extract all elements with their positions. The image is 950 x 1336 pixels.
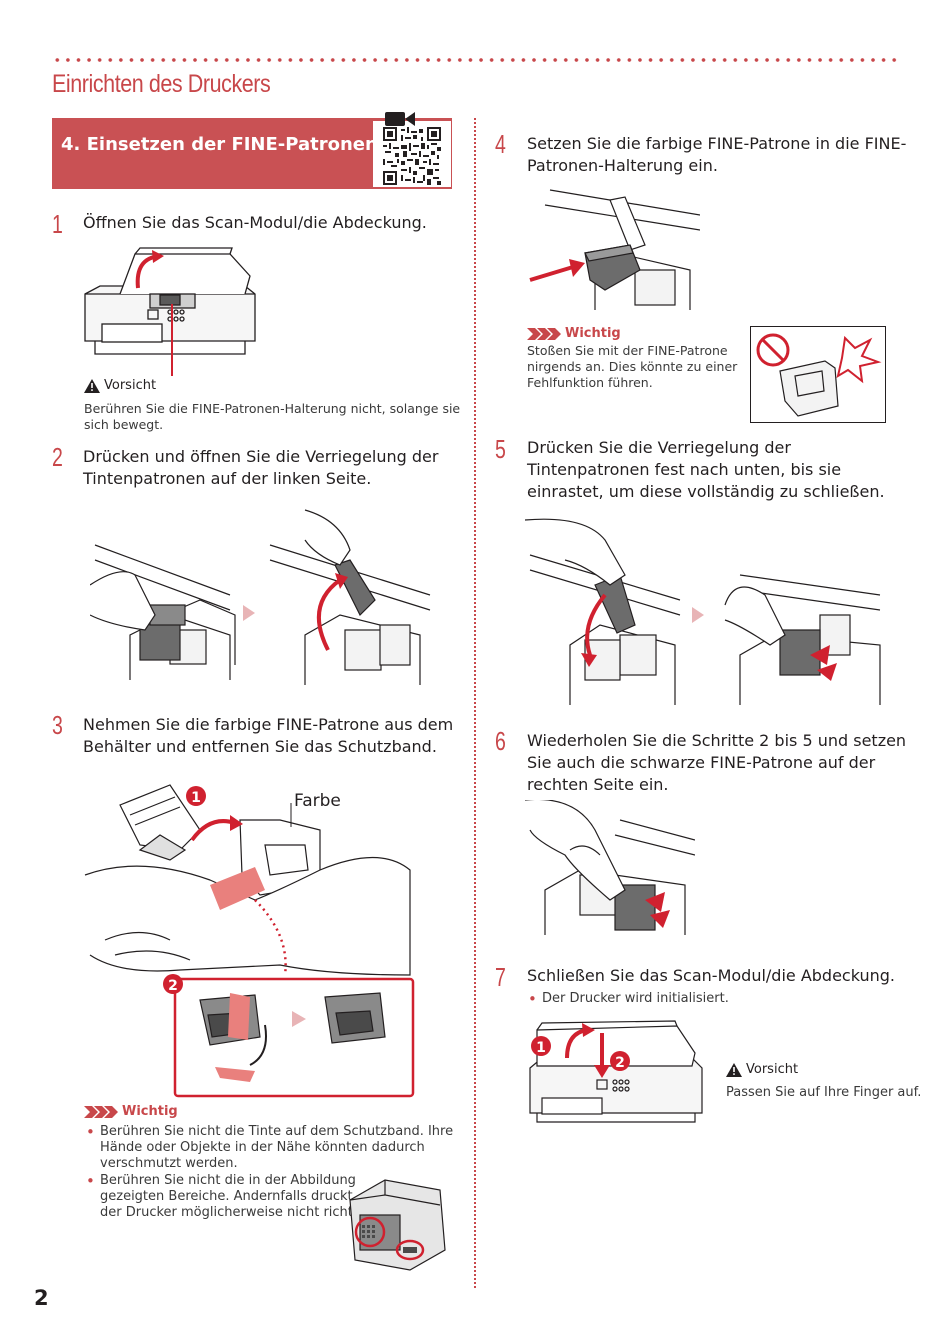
step-3-wichtig-heading: Wichtig — [84, 1104, 178, 1119]
callout-2-badge — [163, 974, 183, 994]
step-6-text-line2: Sie auch die schwarze FINE-Patrone auf d… — [527, 753, 876, 772]
step-7-callout-1-text: 1 — [536, 1040, 546, 1056]
wichtig-label: Wichtig — [565, 326, 621, 341]
step-3-bullet-2-line1: Berühren Sie nicht die in der Abbildung — [86, 1173, 356, 1189]
step-1-illustration — [84, 247, 256, 376]
step-5-number: 5 — [495, 434, 506, 464]
step-3-bullet-2-line3: der Drucker möglicherweise nicht richtig… — [100, 1205, 369, 1220]
warning-triangle-icon — [84, 378, 100, 393]
step-1-caution-line1: Berühren Sie die FINE-Patronen-Halterung… — [84, 401, 461, 416]
step-5-text-line3: einrastet, um diese vollständig zu schli… — [527, 482, 885, 501]
step-7-caution-heading: Vorsicht — [726, 1062, 798, 1077]
step-2-number: 2 — [52, 442, 63, 472]
step-2-text-line2: Tintenpatronen auf der linken Seite. — [83, 469, 372, 488]
section-title: 4. Einsetzen der FINE-Patronen — [61, 134, 378, 155]
warning-triangle-icon — [726, 1062, 742, 1077]
step-6-number: 6 — [495, 726, 506, 756]
step-4-number: 4 — [495, 129, 506, 159]
step-4-text-line2: Patronen-Halterung ein. — [527, 156, 718, 175]
step-2-text-line1: Drücken und öffnen Sie die Verriegelung … — [83, 447, 439, 466]
step-3-number: 3 — [52, 710, 63, 740]
important-arrows-icon — [84, 1105, 118, 1118]
step-3-text-line2: Behälter und entfernen Sie das Schutzban… — [83, 737, 437, 756]
step-7-callout-2-text: 2 — [615, 1055, 625, 1071]
step-4-wichtig-line3: Fehlfunktion führen. — [527, 375, 653, 390]
farbe-label: Farbe — [294, 791, 341, 811]
callout-1-text: 1 — [191, 790, 201, 806]
callout-2-text: 2 — [168, 978, 178, 994]
video-camera-icon — [385, 112, 415, 126]
step-4-dont-bump-illustration — [750, 326, 886, 423]
step-7-bullet: Der Drucker wird initialisiert. — [528, 991, 729, 1007]
step-4-illustration — [529, 189, 700, 310]
step-7-illustration: 1 2 — [529, 1020, 703, 1123]
qr-code[interactable] — [383, 127, 441, 185]
step-4-text-line1: Setzen Sie die farbige FINE-Patrone in d… — [527, 134, 907, 153]
step-7-text: Schließen Sie das Scan-Modul/die Abdecku… — [527, 966, 896, 985]
step-6-text-line3: rechten Seite ein. — [527, 775, 669, 794]
step-6-text-line1: Wiederholen Sie die Schritte 2 bis 5 und… — [527, 731, 907, 750]
step-1-caution-line2: sich bewegt. — [84, 417, 164, 432]
prohibited-icon — [756, 333, 790, 367]
step-7-callout-2 — [610, 1051, 630, 1071]
step-6-illustration — [525, 800, 695, 935]
column-divider — [474, 118, 476, 1288]
step-1-text: Öffnen Sie das Scan-Modul/die Abdeckung. — [83, 213, 427, 232]
step-3-illustration: Farbe 1 2 — [84, 784, 415, 1098]
step-3-bullet-2-line2: gezeigten Bereiche. Andernfalls druckt — [100, 1189, 353, 1204]
step-3-text-line1: Nehmen Sie die farbige FINE-Patrone aus … — [83, 715, 454, 734]
step-3-bullet-1-line3: verschmutzt werden. — [100, 1156, 238, 1171]
step-4-wichtig-line1: Stoßen Sie mit der FINE-Patrone — [527, 343, 728, 358]
step-3-bullet-1-line2: Hände oder Objekte in der Nähe könnten d… — [100, 1140, 425, 1155]
step-1-number: 1 — [52, 209, 63, 239]
step-3-bullet-1-line1: Berühren Sie nicht die Tinte auf dem Sch… — [86, 1124, 453, 1140]
callout-1-badge — [186, 786, 206, 806]
step-5-text-line2: Tintenpatronen fest nach unten, bis sie — [527, 460, 842, 479]
page-number: 2 — [34, 1286, 49, 1310]
wichtig-label: Wichtig — [122, 1104, 178, 1119]
step-5-text-line1: Drücken Sie die Verriegelung der — [527, 438, 791, 457]
step-2-illustration — [90, 509, 431, 685]
caution-label: Vorsicht — [104, 378, 157, 393]
caution-label: Vorsicht — [746, 1062, 799, 1077]
important-arrows-icon — [527, 327, 561, 340]
step-7-callout-1 — [531, 1036, 551, 1056]
step-1-caution-heading: Vorsicht — [84, 378, 156, 393]
page-title: Einrichten des Druckers — [52, 70, 271, 98]
step-5-illustration — [525, 518, 881, 705]
step-7-number: 7 — [495, 962, 506, 992]
step-4-wichtig-line2: nirgends an. Dies könnte zu einer — [527, 359, 738, 374]
header-dotted-rule — [52, 57, 900, 63]
step-4-wichtig-heading: Wichtig — [527, 326, 621, 341]
cartridge-contacts-illustration — [349, 1179, 446, 1271]
step-7-caution-text: Passen Sie auf Ihre Finger auf. — [726, 1085, 922, 1100]
